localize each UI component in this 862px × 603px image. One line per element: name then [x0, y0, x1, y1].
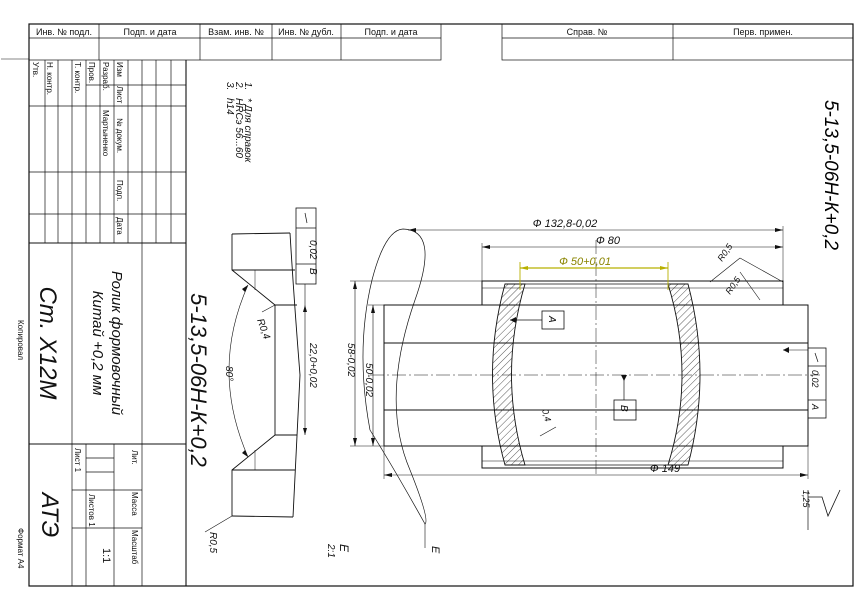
- t-kontr-label: Т. контр.: [73, 62, 82, 93]
- dim-d80: Ф 80: [596, 235, 621, 247]
- datum-b-label: B: [618, 405, 629, 412]
- copied-label: Копировал: [16, 320, 25, 360]
- sheet-label: Лист 1: [73, 448, 82, 473]
- massa-label: Масса: [130, 492, 139, 516]
- stamp-vzam-inv-label: Взам. инв. №: [208, 27, 264, 37]
- utv-label: Утв.: [31, 62, 40, 77]
- dim-d132: Ф 132,8-0,02: [533, 218, 597, 230]
- note-3-number: 3.: [224, 82, 235, 90]
- stamp-inv-podl-label: Инв. № подл.: [36, 27, 92, 37]
- dim-angle: 80°: [223, 366, 234, 381]
- col-data-label: Дата: [115, 217, 124, 235]
- roughness-value: 1,25: [801, 490, 811, 509]
- lit-label: Лит.: [130, 450, 139, 465]
- datum-a-label: A: [546, 315, 557, 323]
- material: Ст. Х12М: [34, 286, 61, 399]
- part-name: Ролик формовочный: [108, 271, 125, 416]
- note-3-text: h14: [224, 98, 235, 115]
- dim-22: 22,0+0,02: [307, 342, 318, 388]
- main-section-view: [350, 226, 841, 548]
- detail-view-e: [204, 207, 317, 533]
- note-1-number: 1.: [242, 82, 253, 90]
- runout-1-value: 0,02: [307, 240, 318, 260]
- dim-d149: Ф 149: [650, 463, 680, 475]
- scale-value: 1:1: [100, 548, 112, 563]
- dim-r05-top: R0,5: [715, 241, 735, 263]
- dim-50: 50-0,02: [363, 363, 374, 397]
- stamp-perv-primen-label: Перв. примен.: [733, 27, 793, 37]
- runout-2-datum: A: [810, 403, 820, 410]
- col-doc-label: № докум.: [115, 118, 124, 153]
- stamp-sprav-label: Справ. №: [567, 27, 608, 37]
- detail-scale: 2:1: [325, 543, 336, 558]
- title-block: [29, 60, 187, 586]
- razrab-label: Разраб.: [101, 62, 110, 91]
- note-1-text: * Для справок: [242, 98, 253, 164]
- col-izm-label: Изм: [115, 62, 124, 77]
- dim-chamfer-04: 0,4: [540, 408, 553, 423]
- col-podp-label: Подп.: [115, 180, 124, 201]
- part-subname: Китай +0,2 мм: [89, 291, 106, 396]
- col-list-label: Лист: [115, 86, 124, 104]
- runout-1-datum: B: [307, 268, 318, 275]
- dim-r05-detail: R0,5: [207, 532, 218, 554]
- organization: АТЭ: [36, 491, 63, 538]
- dim-r04: R0,4: [254, 317, 272, 341]
- title-designation: 5-13,5-06Н-К+0,2: [186, 293, 211, 467]
- dim-58: 58-0,02: [345, 343, 356, 377]
- dim-d50: Ф 50+0,01: [559, 256, 611, 268]
- runout-2-value: 0,02: [810, 370, 820, 388]
- detail-callout-letter: E: [429, 546, 441, 554]
- developer-name: Мартыненко: [101, 110, 110, 157]
- stamp-podp-data-label: Подп. и дата: [123, 27, 176, 37]
- format-label: Формат А4: [16, 528, 25, 569]
- stamp-podp-data-2-label: Подп. и дата: [364, 27, 417, 37]
- corner-designation: 5-13,5-06Н-К+0,2: [820, 100, 841, 251]
- note-2-number: 2.: [233, 81, 244, 90]
- detail-title-letter: E: [337, 544, 351, 553]
- masshtab-label: Масштаб: [130, 530, 139, 565]
- n-kontr-label: Н. контр.: [45, 62, 54, 95]
- stamp-inv-dubl-label: Инв. № дубл.: [278, 27, 334, 37]
- dim-r05-bottom: R0,5: [723, 274, 743, 296]
- prov-label: Пров.: [87, 62, 96, 83]
- sheets-label: Листов 1: [87, 494, 96, 527]
- top-stamp: [28, 23, 854, 61]
- note-2-text: HRCэ 56...60: [233, 98, 244, 158]
